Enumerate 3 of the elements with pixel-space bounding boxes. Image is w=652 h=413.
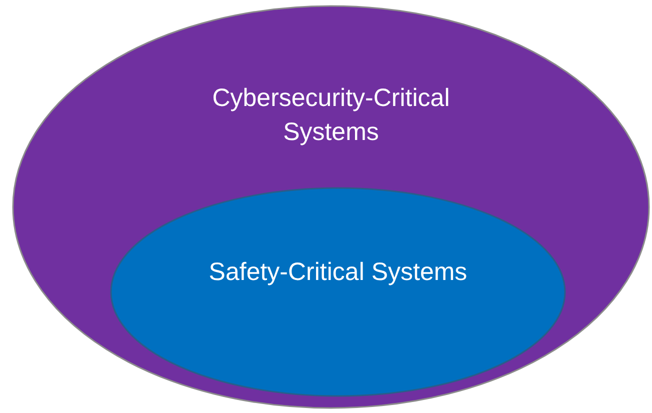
ellipse-label: Safety-Critical Systems bbox=[208, 257, 468, 288]
ellipse-label: Cybersecurity-Critical Systems bbox=[211, 83, 451, 148]
inner-ellipse bbox=[110, 187, 566, 397]
